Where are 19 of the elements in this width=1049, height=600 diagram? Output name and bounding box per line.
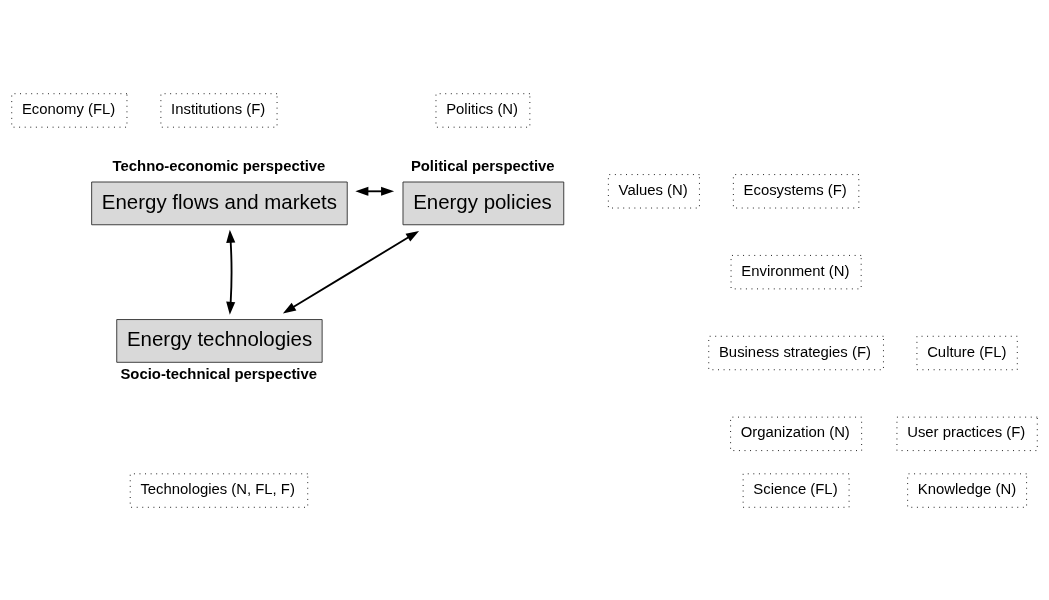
node-label: Techno-economic perspective <box>112 157 326 174</box>
node-box: Science (FL) <box>742 472 850 508</box>
node-box: Economy (FL) <box>11 92 128 128</box>
node-box: Knowledge (N) <box>907 472 1028 508</box>
arrow <box>226 229 236 315</box>
node-box: Ecosystems (F) <box>732 173 860 208</box>
node-label: Political perspective <box>410 157 555 174</box>
node-box: Politics (N) <box>435 92 531 128</box>
node-box: Environment (N) <box>730 254 862 289</box>
node-box: Technologies (N, FL, F) <box>129 472 309 508</box>
node-box: User practices (F) <box>896 416 1038 451</box>
arrow <box>282 230 420 313</box>
node-box: Institutions (F) <box>160 92 278 128</box>
node-box: Organization (N) <box>730 416 863 451</box>
node-label: Socio-technical perspective <box>120 365 318 382</box>
arrow <box>355 186 395 196</box>
node-box: Values (N) <box>607 173 700 208</box>
node-box: Culture (FL) <box>916 335 1018 370</box>
node-box: Business strategies (F) <box>708 335 884 370</box>
